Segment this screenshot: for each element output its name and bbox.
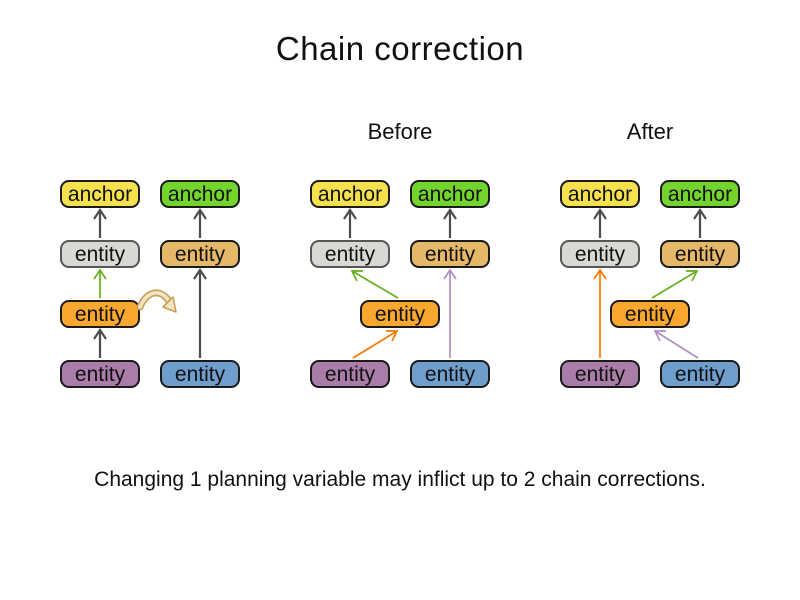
before-group-label: Before	[367, 119, 433, 144]
page-title: Chain correction	[275, 30, 525, 67]
move-arrow-outline	[136, 289, 173, 311]
after-purple-to-gray-arrow	[593, 268, 607, 358]
initial-entity-gray: entity	[60, 240, 140, 268]
after-orange-to-tan-arrow	[651, 270, 699, 299]
initial-purple-to-orange-arrow	[93, 328, 107, 358]
initial-gray-to-anchor-arrow	[93, 208, 107, 238]
initial-blue-to-tan-arrow	[193, 268, 207, 358]
initial-tan-to-anchor-arrow	[193, 208, 207, 238]
before-blue-to-tan-arrow	[443, 268, 457, 358]
before-entity-gray: entity	[310, 240, 390, 268]
after-tan-to-anchor-arrow	[693, 208, 707, 238]
after-anchor-green: anchor	[660, 180, 740, 208]
after-gray-to-anchor-arrow	[593, 208, 607, 238]
caption-text: Changing 1 planning variable may inflict…	[94, 468, 706, 491]
after-entity-purple: entity	[560, 360, 640, 388]
before-entity-purple: entity	[310, 360, 390, 388]
initial-entity-blue: entity	[160, 360, 240, 388]
move-arrow-head-outline	[162, 296, 177, 313]
after-entity-blue: entity	[660, 360, 740, 388]
initial-anchor-yellow: anchor	[60, 180, 140, 208]
initial-orange-to-gray-arrow	[93, 268, 107, 298]
before-anchor-green: anchor	[410, 180, 490, 208]
before-tan-to-anchor-arrow	[443, 208, 457, 238]
before-entity-tan: entity	[410, 240, 490, 268]
before-orange-to-gray-arrow	[350, 270, 399, 299]
after-entity-orange: entity	[610, 300, 690, 328]
before-entity-orange: entity	[360, 300, 440, 328]
after-entity-tan: entity	[660, 240, 740, 268]
after-anchor-yellow: anchor	[560, 180, 640, 208]
initial-entity-purple: entity	[60, 360, 140, 388]
initial-entity-orange: entity	[60, 300, 140, 328]
after-group-label: After	[626, 119, 674, 144]
move-arrow-body	[138, 291, 171, 309]
initial-entity-tan: entity	[160, 240, 240, 268]
before-anchor-yellow: anchor	[310, 180, 390, 208]
move-arrow-head-fill	[163, 297, 176, 312]
after-blue-to-orange-arrow	[653, 330, 699, 359]
initial-anchor-green: anchor	[160, 180, 240, 208]
before-purple-to-orange-arrow	[352, 330, 399, 359]
after-entity-gray: entity	[560, 240, 640, 268]
before-entity-blue: entity	[410, 360, 490, 388]
before-gray-to-anchor-arrow	[343, 208, 357, 238]
